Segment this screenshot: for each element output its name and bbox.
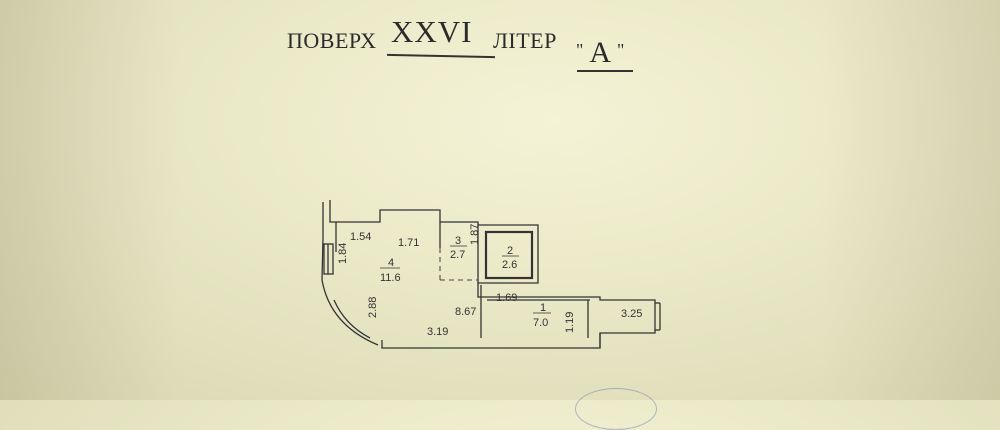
dim-1-84: 1.84 [337, 243, 349, 264]
stamp-mark [575, 388, 657, 430]
dim-2-88: 2.88 [367, 297, 379, 318]
liter-quote-close: " [617, 40, 625, 60]
room-4: 4 11.6 [380, 257, 401, 284]
room-1-area: 7.0 [533, 317, 548, 329]
dim-3-25: 3.25 [621, 308, 642, 320]
dim-3-19: 3.19 [427, 326, 448, 338]
floor-plan: 1.54 1.71 1.87 1.84 2.88 3.19 8.67 1.69 … [321, 200, 661, 349]
room-3-number: 3 [455, 235, 461, 247]
dim-1-71: 1.71 [398, 237, 419, 249]
room-3: 3 2.7 [450, 235, 467, 261]
room-1: 1 7.0 [533, 302, 551, 329]
floor-label: ПОВЕРХ [287, 28, 377, 53]
liter-value: "А" [576, 36, 624, 70]
room-2-number: 2 [507, 245, 513, 257]
liter-underline [577, 70, 633, 72]
floor-number: XXVI [391, 14, 473, 49]
room-4-number: 4 [388, 257, 394, 269]
dim-1-87: 1.87 [469, 224, 481, 245]
room-1-number: 1 [540, 302, 546, 314]
dim-1-19: 1.19 [564, 312, 576, 333]
dashed-lines [439, 248, 478, 281]
liter-quote-open: " [576, 40, 584, 60]
liter-label: ЛІТЕР [493, 28, 557, 53]
dim-8-67: 8.67 [455, 306, 476, 318]
room-4-area: 11.6 [380, 272, 401, 284]
room-3-area: 2.7 [450, 249, 465, 261]
liter-letter: А [589, 36, 612, 69]
plan-walls [321, 200, 661, 349]
page-header: ПОВЕРХ XXVI ЛІТЕР "А" [0, 0, 1000, 80]
room-2: 2 2.6 [502, 245, 519, 271]
dim-1-54: 1.54 [350, 231, 371, 243]
room-2-area: 2.6 [502, 259, 517, 271]
dim-1-69: 1.69 [496, 292, 517, 304]
